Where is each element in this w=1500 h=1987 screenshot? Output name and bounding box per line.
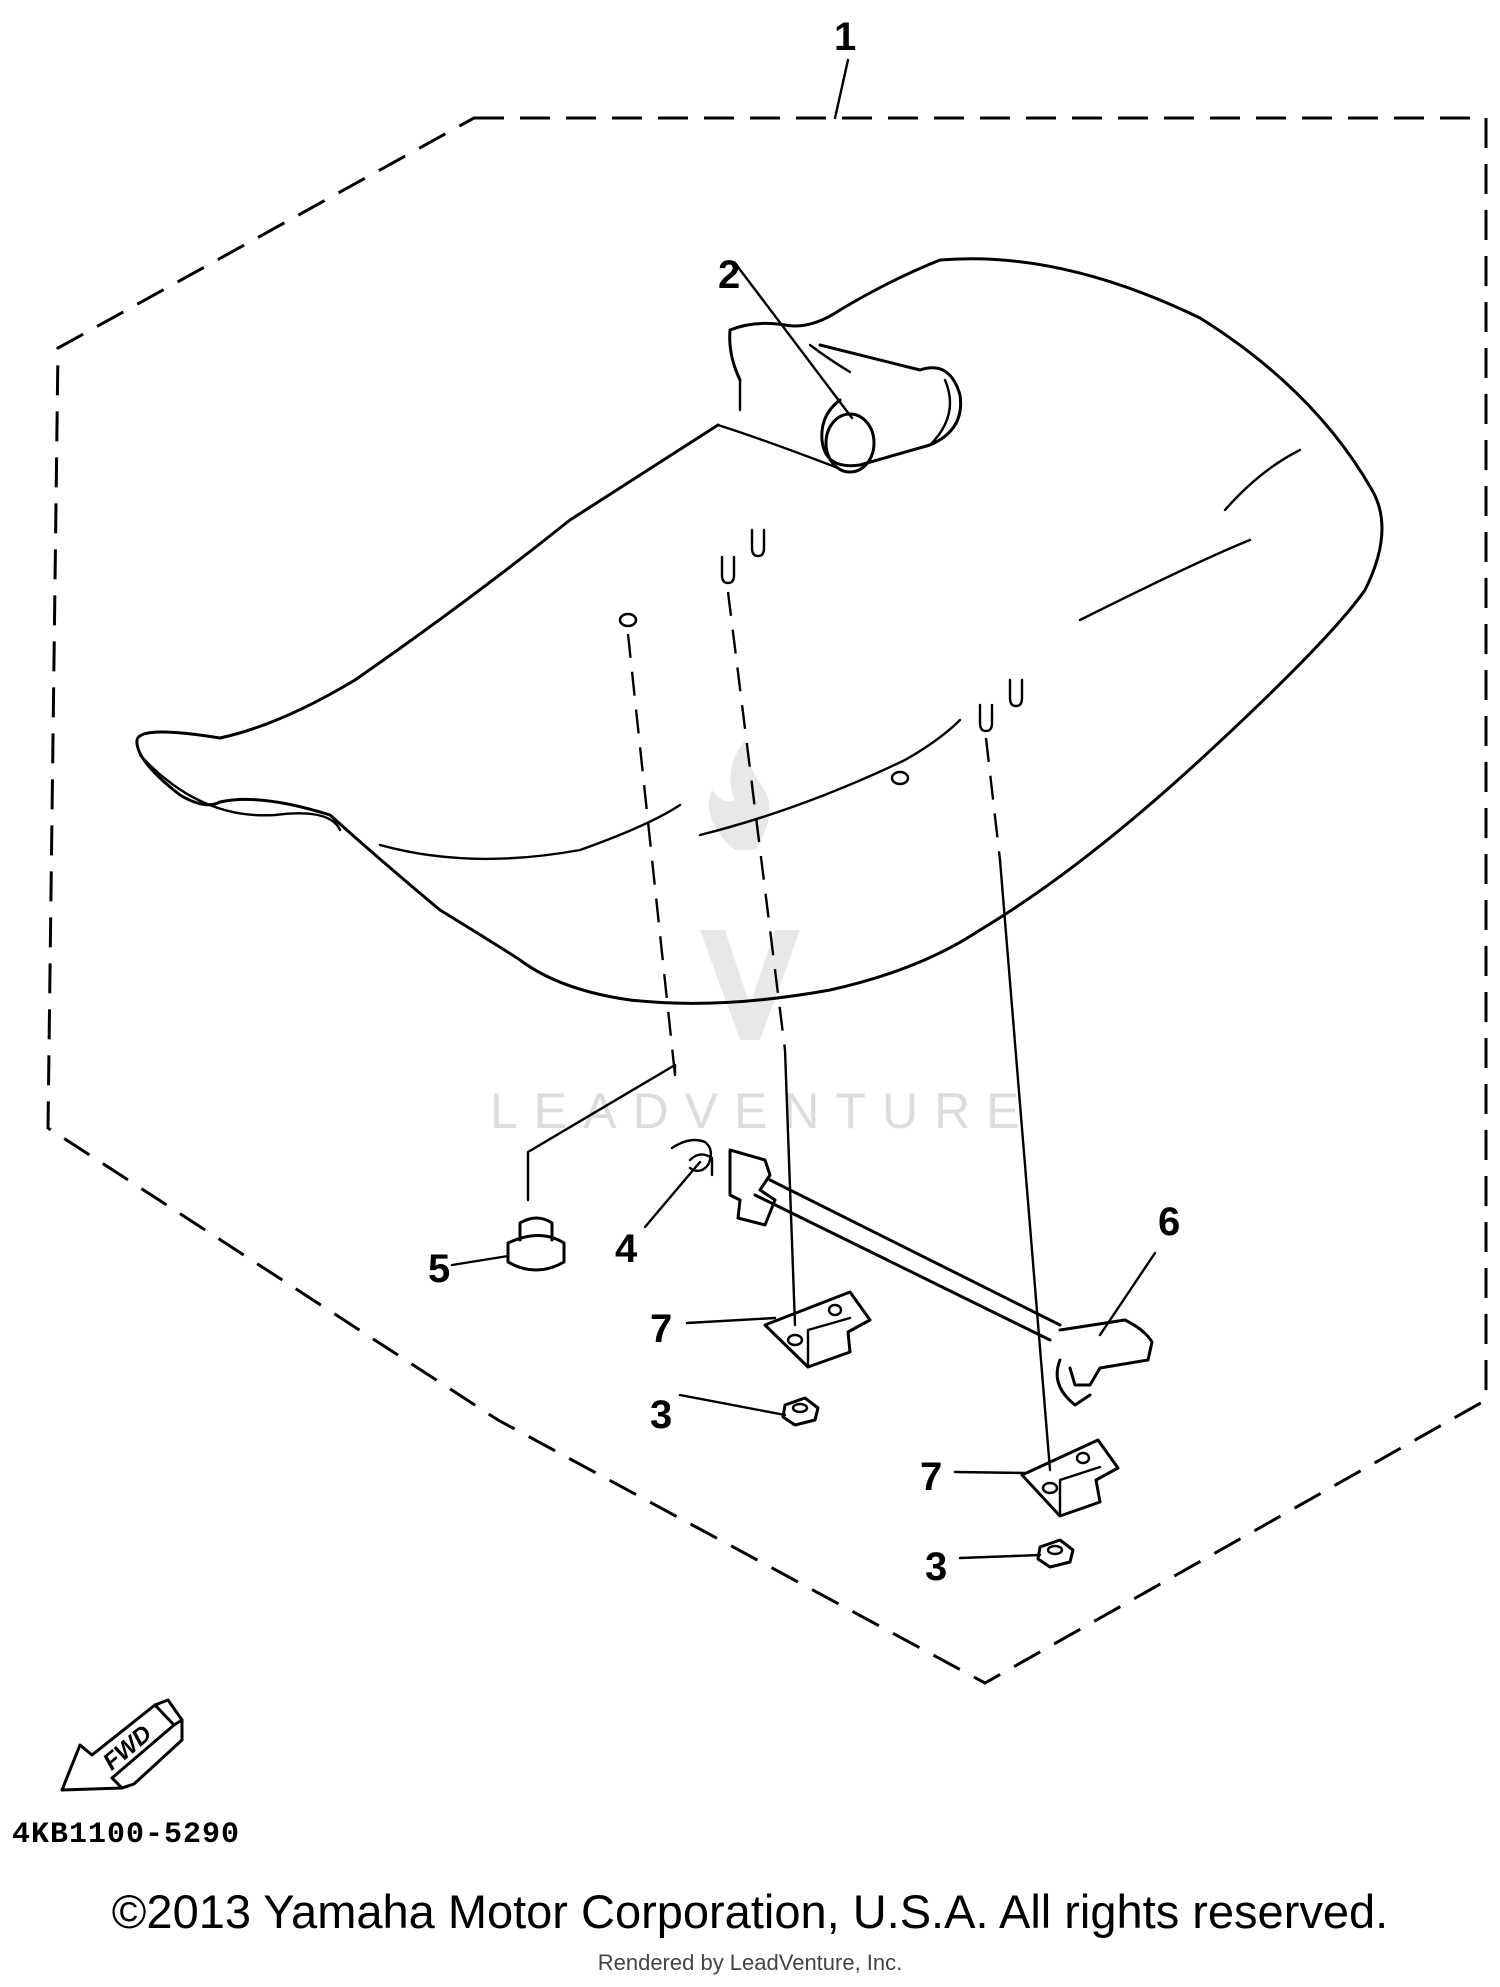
copyright-notice: ©2013 Yamaha Motor Corporation, U.S.A. A… — [111, 1885, 1389, 1938]
callout-7-upper: 7 — [650, 1307, 672, 1351]
damper-grommet — [506, 1216, 566, 1272]
part-number: 4KB1100-5290 — [12, 1818, 241, 1852]
seat-cushion-tube — [818, 343, 963, 474]
seat-mount-hooks — [618, 528, 1024, 786]
hidden-leader-lines — [626, 591, 1002, 1076]
seat-lock-rod — [728, 1148, 1154, 1407]
leadventure-watermark: LEADVENTURE — [490, 740, 1036, 1139]
callout-leaders — [450, 58, 1157, 1560]
callout-2: 2 — [718, 253, 740, 297]
callout-7-lower: 7 — [920, 1455, 942, 1499]
flange-nut-lower — [1036, 1538, 1075, 1569]
solid-leader-lines — [526, 261, 1052, 1472]
callout-3-lower: 3 — [925, 1545, 947, 1589]
seat-drawing — [135, 257, 1384, 1005]
watermark-text: LEADVENTURE — [490, 1083, 1036, 1139]
flange-nut-upper — [781, 1396, 820, 1427]
rendered-by: Rendered by LeadVenture, Inc. — [597, 1950, 903, 1975]
callout-1: 1 — [834, 15, 856, 59]
callout-4: 4 — [615, 1227, 638, 1271]
callout-5: 5 — [428, 1247, 450, 1291]
assembly-boundary — [46, 116, 1488, 1685]
callout-6: 6 — [1158, 1200, 1180, 1244]
forward-direction-arrow: FWD — [60, 1698, 184, 1792]
bracket-upper — [763, 1290, 872, 1369]
callout-3-upper: 3 — [650, 1393, 672, 1437]
bracket-lower — [1020, 1438, 1120, 1518]
spring-clip — [670, 1138, 714, 1177]
